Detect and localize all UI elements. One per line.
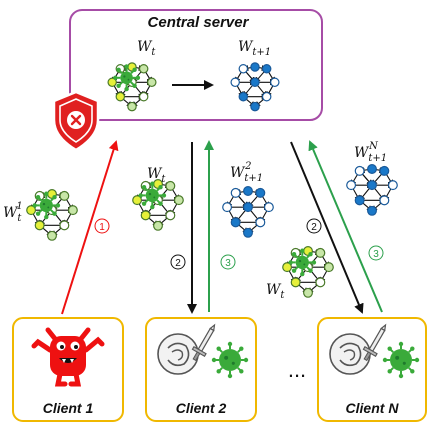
svg-text:3: 3 (373, 249, 379, 260)
virus-icon (382, 341, 420, 379)
step-marker-upload: 1 (94, 218, 110, 234)
client-1-label: Client 1 (43, 400, 94, 416)
middle-update-weight-label: Wt+12 (230, 161, 263, 184)
sword-icon (362, 323, 387, 362)
client-2-box: Client 2 (145, 317, 257, 422)
shield-icon (52, 90, 100, 152)
sword-icon (191, 323, 216, 362)
right-broadcast-weight-label: Wt (266, 282, 285, 301)
central-server: Central server Wt Wt+1 (69, 9, 323, 121)
client-2-label: Client 2 (176, 400, 227, 416)
server-weight-right: Wt+1 (238, 39, 271, 58)
server-title: Central server (148, 14, 250, 31)
virus-icon (211, 341, 249, 379)
client1-infected-network (26, 189, 78, 241)
malicious-monster-icon (31, 327, 105, 387)
svg-text:3: 3 (225, 258, 231, 269)
update-arrow-clientn (308, 140, 383, 313)
server-updated-network (230, 62, 280, 112)
step-marker-update-client2: 3 (220, 254, 236, 270)
broadcast-arrow-clientn (290, 141, 364, 314)
middle-broadcast-weight-label: Wt (147, 166, 166, 185)
malicious-upload-arrow (61, 140, 119, 315)
step-marker-broadcast-clientn: 2 (306, 218, 322, 234)
right-update-network (346, 164, 398, 216)
server-weight-left: Wt (137, 39, 156, 58)
svg-text:1: 1 (99, 222, 105, 233)
client-n-box: Client N (317, 317, 427, 422)
right-broadcast-infected-network (282, 246, 334, 298)
middle-update-network (222, 186, 274, 238)
svg-text:2: 2 (311, 222, 317, 233)
ellipsis: ... (288, 357, 306, 382)
shield-antivirus-icon (157, 333, 199, 375)
client-1-box: Client 1 (12, 317, 124, 422)
svg-text:2: 2 (175, 258, 181, 269)
client1-weight-label: Wt1 (3, 201, 23, 224)
step-marker-broadcast-client2: 2 (170, 254, 186, 270)
server-infected-network (107, 62, 157, 112)
middle-broadcast-infected-network (132, 179, 184, 231)
step-marker-update-clientn: 3 (368, 245, 384, 261)
right-update-weight-label: Wt+1N (354, 141, 387, 164)
shield-antivirus-icon (329, 333, 371, 375)
client-n-label: Client N (346, 400, 400, 416)
